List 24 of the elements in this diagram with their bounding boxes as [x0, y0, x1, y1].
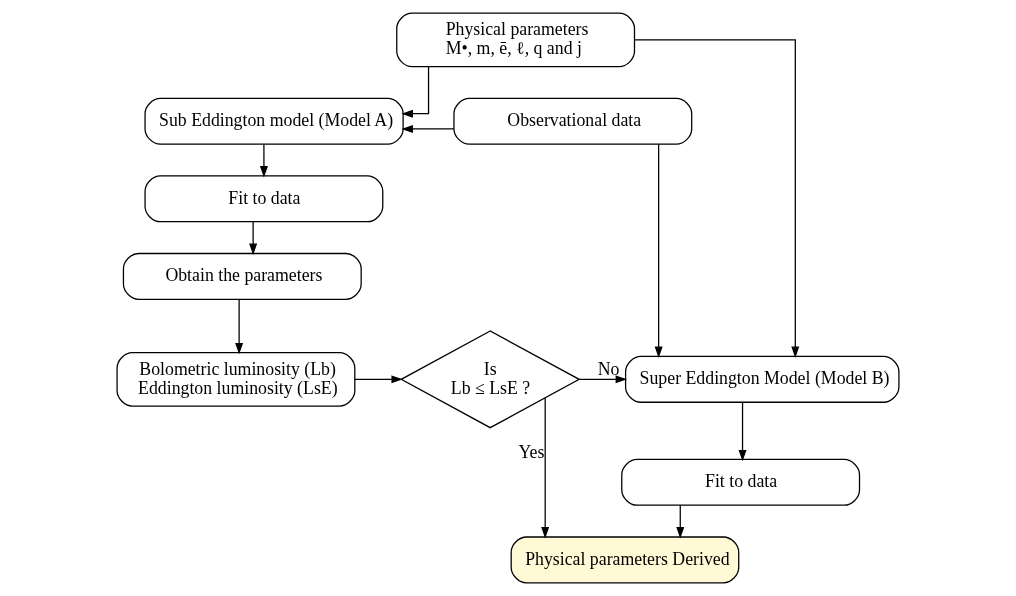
arrow: [401, 124, 455, 133]
arrow: [634, 39, 800, 358]
node-box: Fit to data: [144, 175, 384, 223]
arrow: [401, 66, 430, 118]
arrow: [654, 143, 663, 359]
node-diamond: Is Lb ≤ LsE ?: [399, 330, 581, 429]
arrow: [249, 221, 258, 256]
node-box: Sub Eddington model (Model A): [144, 97, 404, 145]
edge-label: Yes: [518, 441, 545, 462]
arrow: [578, 375, 628, 384]
node-box: Obtain the parameters: [122, 252, 362, 300]
arrow: [738, 402, 747, 462]
edge-label: No: [597, 358, 620, 379]
arrow: [354, 375, 403, 384]
node-box: Bolometric luminosity (Lb) Eddington luminosity (LsE): [116, 352, 356, 407]
arrow: [541, 397, 550, 539]
node-box: Fit to data: [621, 458, 861, 506]
node-box: Physical parameters M•, m, ē, ℓ, q and j: [396, 12, 636, 68]
arrow: [235, 299, 244, 355]
node-box: Physical parameters Derived: [510, 536, 740, 584]
arrow: [259, 143, 268, 178]
node-box: Observational data: [453, 97, 693, 145]
node-box: Super Eddington Model (Model B): [624, 355, 900, 403]
arrow: [676, 504, 685, 539]
